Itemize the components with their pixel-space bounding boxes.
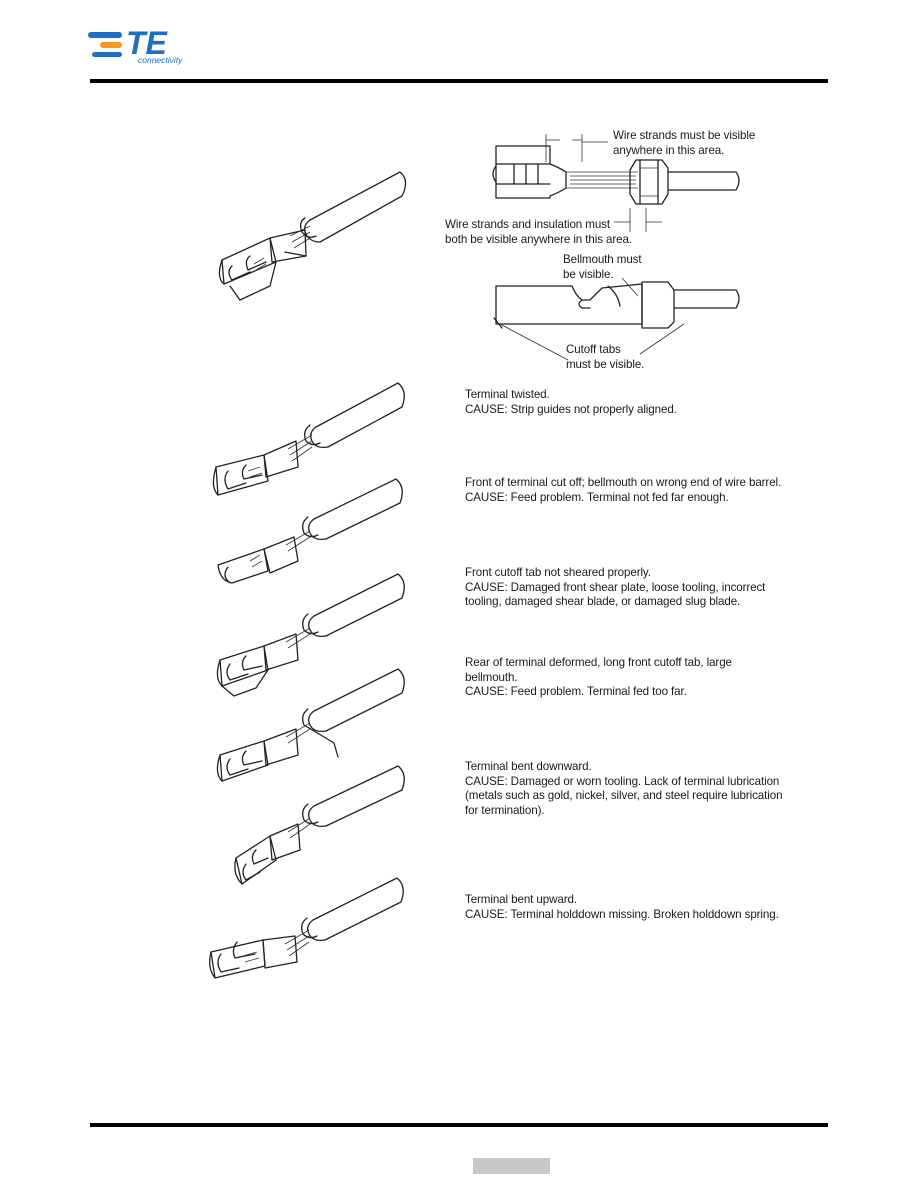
strands-insulation-note: Wire strands and insulation must both be… — [445, 218, 632, 246]
terminal-illustration-correct — [218, 171, 407, 301]
defect-front-cutoff-tab: Front cutoff tab not sheared properly. C… — [465, 566, 766, 608]
defect-bent-downward: Terminal bent downward. CAUSE: Damaged o… — [465, 760, 783, 817]
defect-bent-upward: Terminal bent upward. CAUSE: Terminal ho… — [465, 893, 779, 921]
logo-tagline: connectivity — [138, 55, 183, 65]
logo-text: TE — [126, 25, 169, 61]
crimp-inspection-diagram — [492, 134, 740, 361]
rear-deformed-illustration — [216, 668, 405, 782]
defect-rear-deformed: Rear of terminal deformed, long front cu… — [465, 656, 732, 698]
bent-downward-illustration — [234, 765, 405, 885]
header-rule — [90, 79, 828, 83]
defect-front-cut-off: Front of terminal cut off; bellmouth on … — [465, 476, 782, 504]
front-cutoff-tab-illustration — [216, 573, 405, 697]
te-connectivity-logo: TE connectivity — [88, 25, 183, 65]
wire-strands-note: Wire strands must be visible anywhere in… — [613, 129, 756, 157]
footer-rule — [90, 1123, 828, 1127]
cutoff-tabs-note: Cutoff tabs must be visible. — [566, 343, 645, 371]
front-cut-off-illustration — [217, 478, 403, 584]
defect-terminal-twisted: Terminal twisted. CAUSE: Strip guides no… — [465, 388, 677, 416]
bellmouth-note: Bellmouth must be visible. — [563, 253, 642, 281]
bent-upward-illustration — [209, 877, 404, 979]
terminal-twisted-illustration — [212, 382, 405, 496]
page-number-tab — [473, 1158, 550, 1174]
